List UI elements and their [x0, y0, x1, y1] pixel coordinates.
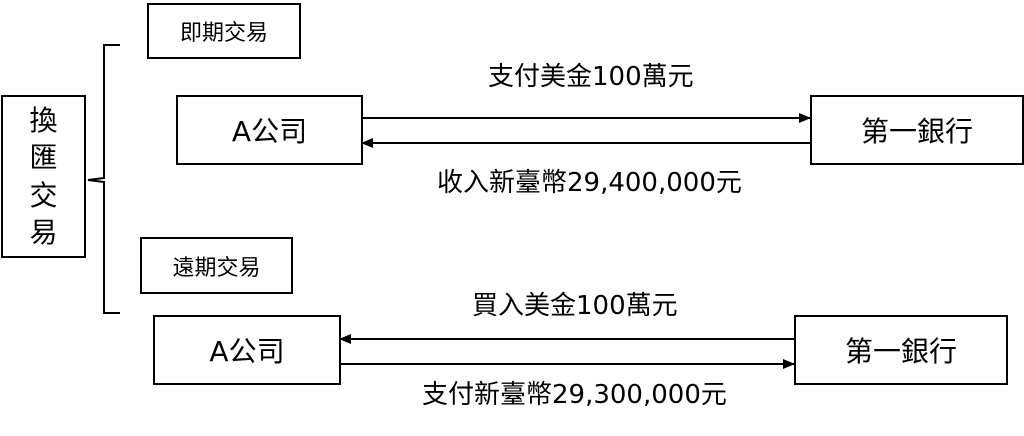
- spot-left-party-label: A公司: [231, 115, 308, 148]
- category-brace: [87, 44, 120, 314]
- spot-category-box: 即期交易: [147, 3, 301, 59]
- spot-right-party-box: 第一銀行: [810, 95, 1024, 165]
- forward-left-party-label: A公司: [209, 335, 285, 368]
- forward-top-flow-label: 買入美金100萬元: [472, 291, 678, 321]
- forward-category-label: 遠期交易: [172, 255, 261, 281]
- forward-category-box: 遠期交易: [140, 237, 293, 294]
- forward-right-party-label: 第一銀行: [844, 335, 957, 368]
- forward-left-party-box: A公司: [153, 315, 341, 385]
- spot-bottom-flow-label: 收入新臺幣29,400,000元: [437, 168, 742, 198]
- root-node-label: 換匯交易: [29, 104, 58, 249]
- forward-bottom-flow-label: 支付新臺幣29,300,000元: [422, 380, 727, 410]
- spot-right-party-label: 第一銀行: [860, 115, 973, 148]
- root-node-box: 換匯交易: [1, 95, 86, 258]
- spot-top-flow-label: 支付美金100萬元: [488, 62, 694, 92]
- forward-right-party-box: 第一銀行: [794, 315, 1008, 385]
- spot-left-party-box: A公司: [176, 95, 363, 165]
- spot-category-label: 即期交易: [179, 21, 268, 46]
